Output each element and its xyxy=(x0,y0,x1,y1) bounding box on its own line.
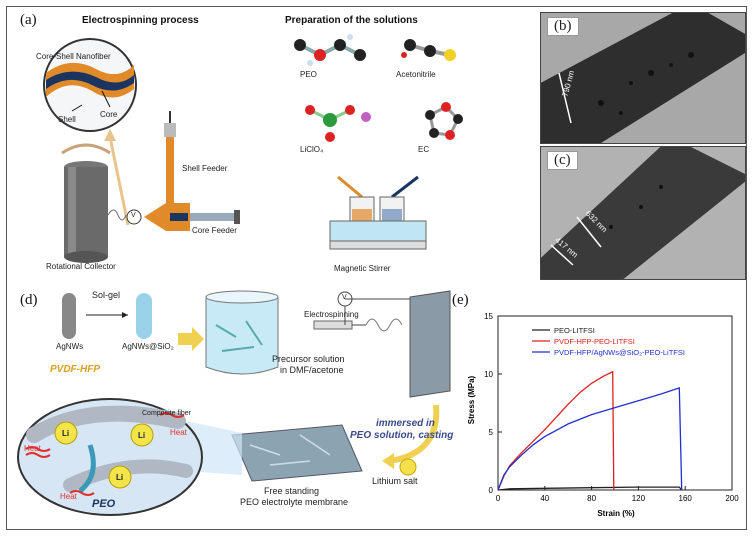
rotational-collector-label: Rotational Collector xyxy=(46,262,116,271)
agnws-sio2-label: AgNWs@SiO₂ xyxy=(122,342,174,351)
series-line-3 xyxy=(497,387,683,491)
ec-molecule xyxy=(425,102,463,140)
series-line-1 xyxy=(497,486,683,491)
y-tick-label: 10 xyxy=(484,370,493,379)
li-label-1: Li xyxy=(62,429,70,438)
pvdf-hfp-label: PVDF-HFP xyxy=(50,364,100,375)
peo-molecule xyxy=(294,34,366,66)
voltage-symbol-d: V xyxy=(342,294,347,301)
lithium-salt-label: Lithium salt xyxy=(372,476,418,486)
panel-b-label: (b) xyxy=(547,17,579,36)
rotational-collector xyxy=(61,143,111,263)
molecule-label-acetonitrile: Acetonitrile xyxy=(396,70,436,79)
x-tick-label: 200 xyxy=(725,494,739,503)
legend-entry-1: PEO-LITFSI xyxy=(554,326,595,335)
panel-b-tem-image: (b) 790 nm xyxy=(540,12,746,144)
spinneret xyxy=(144,111,240,231)
legend-entry-3: PVDF-HFP/AgNWs@SiO₂-PEO-LiTFSI xyxy=(554,348,685,357)
immersed-line-1: immersed in xyxy=(376,418,435,429)
chart-series-layer xyxy=(497,370,683,491)
free-standing-line-1: Free standing xyxy=(264,486,320,496)
chart-axes: 0 40 80 120 160 200 0 5 10 15 xyxy=(484,312,739,503)
heat-label-1: Heat xyxy=(24,444,41,453)
peo-label: PEO xyxy=(92,498,116,510)
sol-gel-label: Sol-gel xyxy=(92,290,121,300)
electrospinning-title: Electrospinning process xyxy=(82,15,199,26)
panel-e-label: (e) xyxy=(452,292,469,308)
x-tick-label: 160 xyxy=(679,494,693,503)
panel-d-label: (d) xyxy=(20,292,38,308)
y-tick-label: 15 xyxy=(484,312,493,321)
panel-a-label: (a) xyxy=(20,12,37,28)
solutions-title: Preparation of the solutions xyxy=(285,15,418,26)
panel-d-graphic xyxy=(17,290,451,516)
voltage-symbol-a: V xyxy=(131,212,136,219)
x-tick-label: 40 xyxy=(540,494,549,503)
core-shell-title: Core-Shell Nanofiber xyxy=(36,52,111,61)
plot-frame xyxy=(497,315,733,491)
agnws-label: AgNWs xyxy=(56,342,84,351)
core-label: Core xyxy=(100,110,118,119)
precursor-line-1: Precursor solution xyxy=(272,354,345,364)
magnetic-stirrer xyxy=(329,175,427,250)
x-axis-label: Strain (%) xyxy=(597,509,635,518)
free-standing-line-2: PEO electrolyte membrane xyxy=(240,497,349,507)
li-label-2: Li xyxy=(138,431,146,440)
figure-frame xyxy=(6,6,747,530)
x-tick-label: 80 xyxy=(587,494,596,503)
heat-label-3: Heat xyxy=(60,492,77,501)
composite-fiber-label: Composite fiber xyxy=(142,410,192,417)
y-axis-label: Stress (MPa) xyxy=(467,375,476,424)
core-feeder-label: Core Feeder xyxy=(192,226,237,235)
electrospinning-label: Electrospinning xyxy=(304,310,359,319)
chart-legend: PEO-LITFSI PVDF-HFP-PEO-LITFSI PVDF-HFP/Ag… xyxy=(532,326,685,357)
immersed-line-2: PEO solution, casting xyxy=(350,430,454,441)
magnetic-stirrer-label: Magnetic Stirrer xyxy=(334,264,391,273)
x-tick-label: 0 xyxy=(496,494,501,503)
panel-c-label: (c) xyxy=(547,151,578,170)
legend-entry-2: PVDF-HFP-PEO-LITFSI xyxy=(554,337,635,346)
stress-strain-chart: 0 40 80 120 160 200 0 5 10 15 PEO-LITFSI PVDF-HFP-… xyxy=(467,312,739,518)
acetonitrile-molecule xyxy=(401,39,456,61)
li-label-3: Li xyxy=(116,473,124,482)
molecule-label-liclo4: LiClO₄ xyxy=(300,145,324,154)
molecule-label-ec: EC xyxy=(418,145,430,154)
molecule-label-peo: PEO xyxy=(300,70,317,79)
panel-c-tem-image: (c) 632 nm 417 nm xyxy=(540,146,746,280)
panel-a-graphic xyxy=(43,34,463,263)
core-shell-magnifier xyxy=(43,38,137,132)
shell-feeder-label: Shell Feeder xyxy=(182,164,228,173)
liclo4-molecule xyxy=(305,105,371,142)
x-tick-label: 120 xyxy=(632,494,646,503)
panel-c-fiber xyxy=(541,147,745,279)
series-line-2 xyxy=(497,370,615,491)
precursor-line-2: in DMF/acetone xyxy=(280,365,344,375)
y-tick-label: 5 xyxy=(489,428,494,437)
heat-label-2: Heat xyxy=(170,428,187,437)
y-tick-label: 0 xyxy=(489,486,494,495)
shell-label: Shell xyxy=(58,115,76,124)
